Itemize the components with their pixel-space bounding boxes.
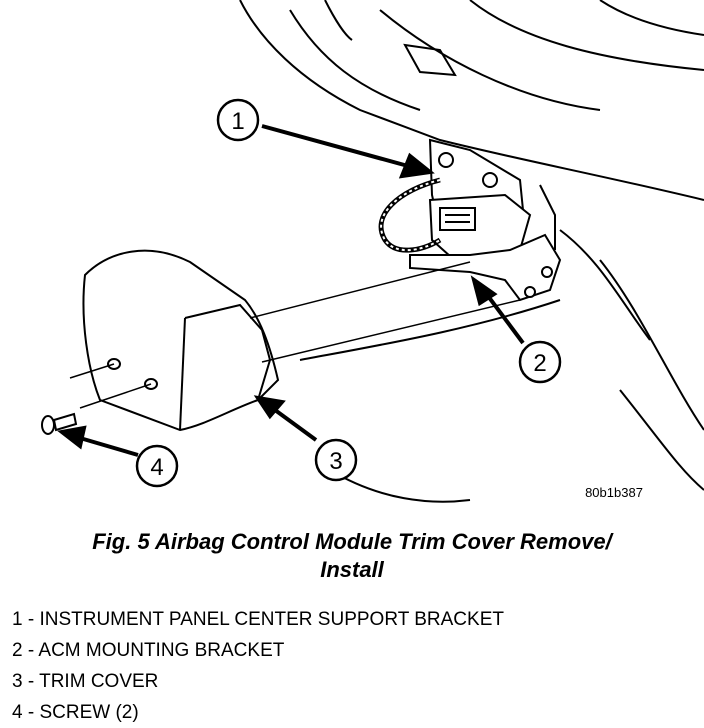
instrument-panel-outline [239, 0, 704, 503]
figure-caption-line-2: Install [320, 557, 384, 582]
parts-legend: 1 - INSTRUMENT PANEL CENTER SUPPORT BRAC… [12, 604, 504, 728]
figure-caption: Fig. 5 Airbag Control Module Trim Cover … [0, 528, 704, 584]
legend-item-2: 2 - ACM MOUNTING BRACKET [12, 640, 285, 661]
legend-item-1: 1 - INSTRUMENT PANEL CENTER SUPPORT BRAC… [12, 609, 504, 630]
callout-1-label: 1 [231, 108, 244, 135]
screw [41, 412, 78, 435]
figure-caption-line-1: Fig. 5 Airbag Control Module Trim Cover … [92, 529, 612, 554]
callout-4-label: 4 [150, 454, 163, 481]
callout-1: 1 [216, 98, 260, 142]
leader-arrows [57, 124, 525, 457]
callout-2-label: 2 [533, 350, 546, 377]
wiring-harness-core [380, 179, 441, 252]
callout-2: 2 [518, 340, 562, 384]
airbag-control-module-illustration: 1 2 3 4 80b1b387 [41, 0, 704, 503]
figure-id-label: 80b1b387 [585, 485, 643, 500]
trim-cover [82, 249, 280, 432]
legend-item-3: 3 - TRIM COVER [12, 671, 159, 692]
acm-module [409, 184, 562, 302]
callout-3-label: 3 [329, 448, 342, 475]
callout-3: 3 [314, 438, 358, 482]
callout-4: 4 [135, 444, 179, 488]
alignment-lines [69, 261, 521, 409]
legend-item-4: 4 - SCREW (2) [12, 702, 139, 723]
